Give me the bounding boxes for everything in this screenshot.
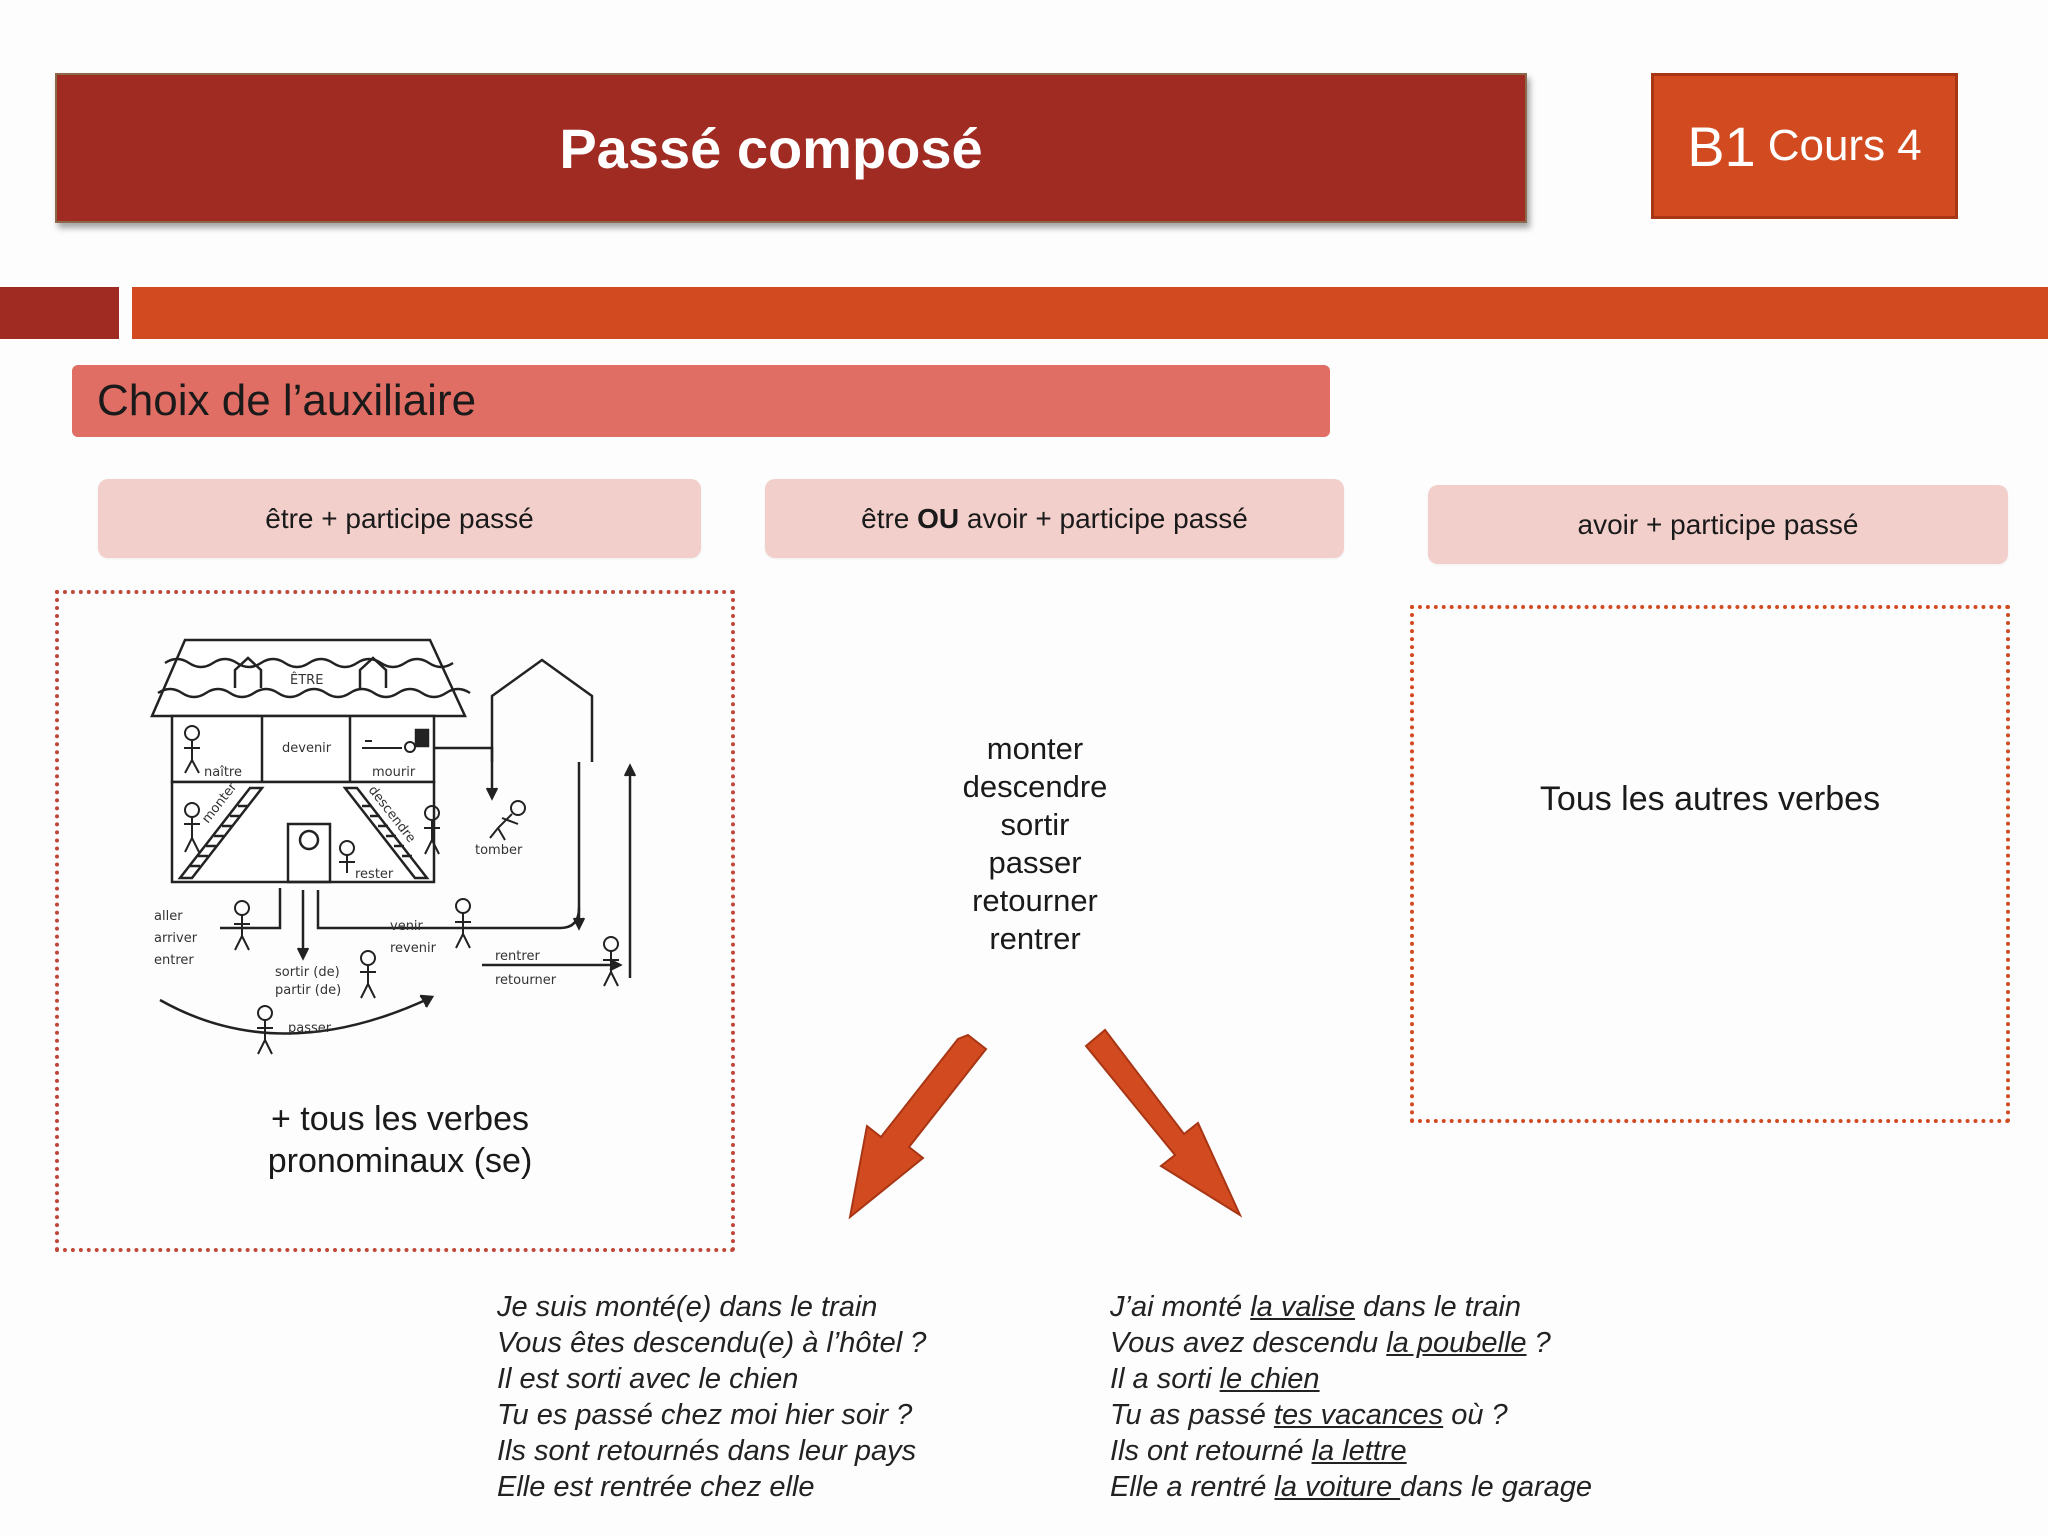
etre-box (55, 590, 735, 1252)
verb-item: retourner (972, 883, 1098, 918)
example-object: le chien (1219, 1363, 1320, 1395)
verb-item: sortir (1000, 807, 1070, 842)
other-verbs-text: Tous les autres verbes (1539, 780, 1881, 818)
avoir-box (1410, 605, 2010, 1123)
example-line: Vous avez descendu la poubelle ? (1110, 1325, 1592, 1361)
branch-arrows (848, 1028, 1243, 1220)
example-object: la poubelle (1386, 1327, 1527, 1359)
label-middle-post: avoir + participe passé (959, 502, 1248, 534)
pronominal-line-2: pronominaux (se) (267, 1142, 533, 1180)
verb-item: descendre (962, 769, 1108, 804)
house-tomber: tomber (475, 843, 523, 858)
example-line: Tu es passé chez moi hier soir ? (497, 1399, 913, 1431)
level-label: B1 (1687, 114, 1756, 178)
house-roof-label: ÊTRE (290, 672, 323, 688)
pronominal-note: + tous les verbes pronominaux (se) (150, 1098, 650, 1182)
house-passer: passer (288, 1021, 332, 1036)
title-banner: Passé composé (55, 73, 1527, 223)
example-pre: Tu as passé (1110, 1399, 1274, 1431)
house-mourir: mourir (372, 765, 416, 780)
example-pre: J’ai monté (1110, 1291, 1251, 1323)
house-entrer: entrer (154, 953, 194, 968)
verb-item: rentrer (989, 921, 1081, 956)
pronominal-line-1: + tous les verbes (271, 1100, 529, 1138)
label-middle-bold: OU (917, 502, 960, 534)
example-line: Tu as passé tes vacances où ? (1110, 1397, 1592, 1433)
label-middle-pre: être (861, 502, 918, 534)
example-line: Ils ont retourné la lettre (1110, 1433, 1592, 1469)
label-etre: être + participe passé (98, 479, 701, 558)
example-line: J’ai monté la valise dans le train (1110, 1289, 1592, 1325)
examples-etre: Je suis monté(e) dans le train Vous êtes… (497, 1289, 926, 1505)
decorative-band-right (132, 287, 2048, 339)
label-etre-text: être + participe passé (265, 502, 534, 534)
example-post: ? (1526, 1327, 1551, 1359)
section-header: Choix de l’auxiliaire (72, 365, 1330, 437)
arrow-right-shape (1084, 1028, 1243, 1218)
decorative-band-left (0, 287, 119, 339)
lesson-label: Cours 4 (1767, 121, 1922, 170)
house-venir: venir (390, 919, 424, 934)
example-line: Elle est rentrée chez elle (497, 1471, 815, 1503)
dual-auxiliary-verbs: monter descendre sortir passer retourner… (885, 730, 1185, 958)
arrow-left-icon (848, 1033, 988, 1220)
verb-item: passer (988, 845, 1082, 880)
house-arriver: arriver (154, 931, 198, 946)
label-avoir-text: avoir + participe passé (1577, 508, 1859, 540)
example-line: Il est sorti avec le chien (497, 1363, 799, 1395)
label-avoir: avoir + participe passé (1428, 485, 2008, 564)
section-title: Choix de l’auxiliaire (97, 376, 477, 425)
page-title: Passé composé (559, 116, 983, 180)
example-line: Ils sont retournés dans leur pays (497, 1435, 917, 1467)
examples-avoir: J’ai monté la valise dans le train Vous … (1110, 1289, 1592, 1505)
house-rester: rester (355, 867, 394, 882)
label-etre-ou-avoir: être OU avoir + participe passé (765, 479, 1344, 558)
example-post: où ? (1443, 1399, 1508, 1431)
house-partir: partir (de) (275, 983, 341, 998)
house-revenir: revenir (390, 941, 437, 956)
maison-etre-illustration: ÊTRE naître devenir mourir monter descen… (150, 638, 637, 1055)
house-retourner: retourner (495, 973, 557, 988)
example-object: tes vacances (1273, 1399, 1444, 1431)
house-sortir: sortir (de) (275, 965, 340, 980)
level-badge: B1 Cours 4 (1651, 73, 1958, 219)
example-object: la valise (1250, 1291, 1356, 1323)
example-pre: Il a sorti (1110, 1363, 1220, 1395)
example-line: Elle a rentré la voiture dans le garage (1110, 1469, 1592, 1505)
example-post: dans le train (1355, 1291, 1522, 1323)
example-pre: Ils ont retourné (1110, 1435, 1312, 1467)
house-naitre: naître (204, 765, 242, 780)
house-rentrer: rentrer (495, 949, 540, 964)
example-line: Je suis monté(e) dans le train (497, 1291, 878, 1323)
example-pre: Vous avez descendu (1110, 1327, 1387, 1359)
verb-item: monter (986, 731, 1084, 766)
example-object: la voiture (1274, 1471, 1401, 1503)
example-object: la lettre (1311, 1435, 1407, 1467)
house-devenir: devenir (282, 741, 332, 756)
example-post: dans le garage (1400, 1471, 1593, 1503)
house-aller: aller (154, 909, 183, 924)
example-line: Il a sorti le chien (1110, 1361, 1592, 1397)
example-line: Vous êtes descendu(e) à l’hôtel ? (497, 1327, 927, 1359)
example-pre: Elle a rentré (1110, 1471, 1275, 1503)
